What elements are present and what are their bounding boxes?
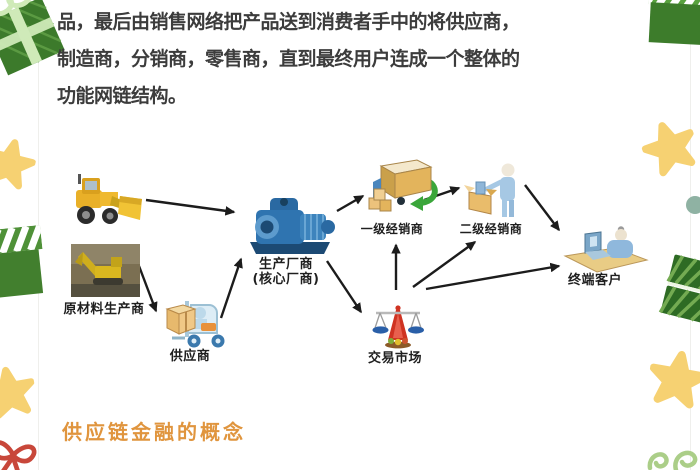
- person-at-computer-icon: [563, 226, 649, 278]
- node-label-supplier: 供应商: [169, 349, 211, 364]
- node-label-market: 交易市场: [367, 351, 422, 366]
- right-edge-divider: [690, 0, 691, 470]
- paragraph-line: 制造商，分销商，零售商，直到最终用户连成一个整体的: [57, 48, 520, 70]
- excavator-photo-icon: [71, 244, 140, 301]
- node-label-manufacturer: 生产厂商 (核心厂商): [252, 257, 320, 287]
- paragraph-line: 品，最后由销售网络把产品送到消费者手中的将供应商，: [57, 11, 520, 33]
- industrial-machine-icon: [244, 192, 336, 260]
- intro-paragraph: 品，最后由销售网络把产品送到消费者手中的将供应商， 制造商，分销商，零售商，直到…: [57, 4, 637, 115]
- box-truck-icon: [363, 156, 441, 224]
- section-heading: 供应链金融的概念: [62, 420, 246, 444]
- node-label-tier2: 二级经销商: [459, 222, 523, 236]
- node-label-raw-material: 原材料生产商: [63, 302, 145, 317]
- node-label-end-customer: 终端客户: [567, 273, 622, 288]
- node-label-tier1: 一级经销商: [360, 222, 424, 236]
- wheel-loader-icon: [70, 172, 144, 234]
- paragraph-line: 功能网链结构。: [57, 85, 187, 107]
- balance-scale-icon: [370, 304, 426, 354]
- forklift-icon: [163, 293, 235, 355]
- person-packing-box-icon: [463, 162, 525, 224]
